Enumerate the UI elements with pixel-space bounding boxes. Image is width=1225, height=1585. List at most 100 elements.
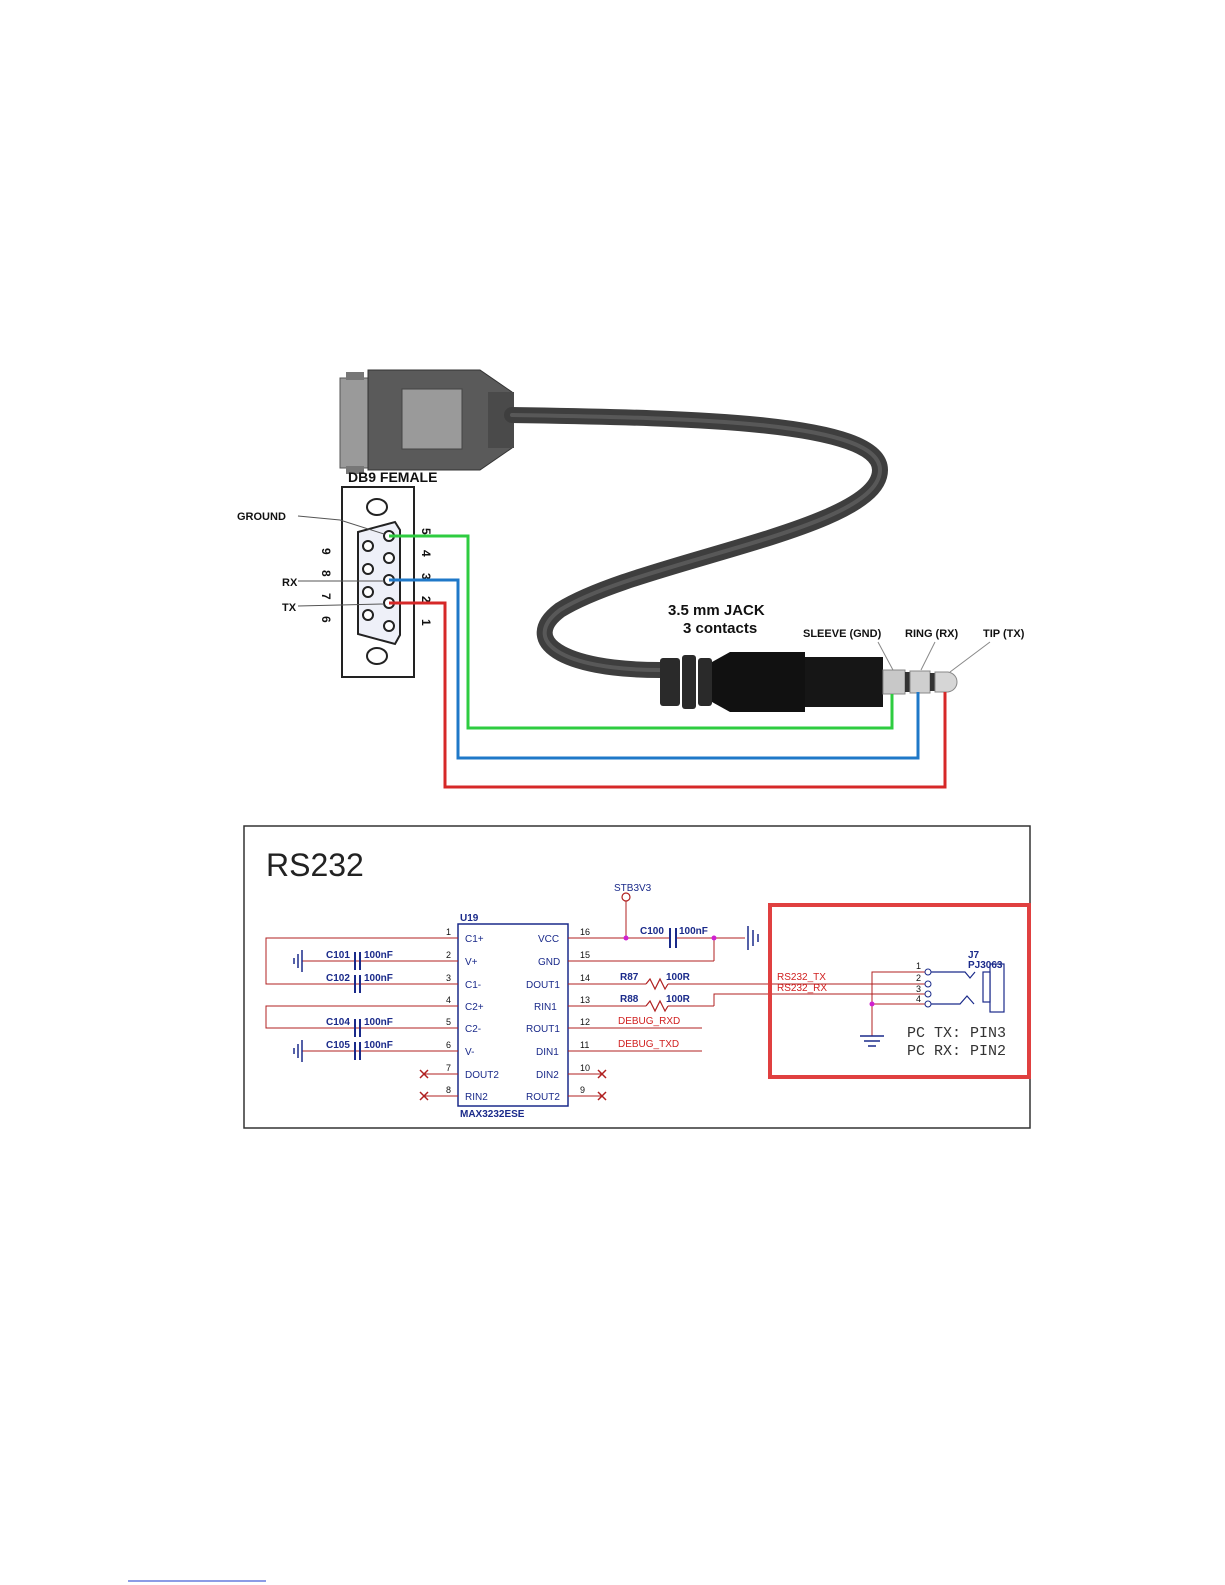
svg-text:RIN1: RIN1 (534, 1002, 557, 1013)
svg-text:C1+: C1+ (465, 934, 484, 945)
svg-text:ROUT1: ROUT1 (526, 1024, 560, 1035)
svg-text:4: 4 (419, 550, 433, 557)
svg-text:5: 5 (419, 528, 433, 535)
svg-text:C1-: C1- (465, 980, 481, 991)
tx-label: TX (282, 602, 297, 614)
svg-text:8: 8 (319, 570, 333, 577)
max3232-chip (457, 923, 569, 1107)
jack-j7: 1 2 3 4 J7 PJ3063 (860, 950, 1005, 1047)
chip-ref: U19 (460, 913, 479, 924)
tx-wire (389, 601, 947, 789)
cable-illustration: DB9 FEMALE GROUND RX TX 9 8 7 6 5 4 3 2 … (237, 369, 1025, 789)
db9-pin-numbers-right: 5 4 3 2 1 (419, 528, 433, 626)
svg-text:3: 3 (419, 573, 433, 580)
chip-right-pin-labels: 16 VCC 15 GND 14 DOUT1 13 RIN1 12 ROUT1 … (526, 927, 590, 1103)
svg-text:5: 5 (446, 1017, 451, 1027)
note-pc-rx: PC RX: PIN2 (907, 1043, 1006, 1060)
svg-text:V+: V+ (465, 957, 478, 968)
audio-jack-plug (660, 652, 958, 712)
jack-highlight-box (768, 903, 1031, 1079)
svg-text:2: 2 (419, 596, 433, 603)
power-rail: STB3V3 C100 100nF (614, 883, 759, 961)
svg-text:6: 6 (446, 1040, 451, 1050)
svg-text:VCC: VCC (538, 934, 559, 945)
tip-label: TIP (TX) (983, 628, 1025, 640)
svg-text:3: 3 (446, 973, 451, 983)
chip-left-pin-labels: 1 C1+ 2 V+ 3 C1- 4 C2+ 5 C2- 6 V- 7 DOUT… (446, 927, 499, 1103)
svg-text:DIN1: DIN1 (536, 1047, 559, 1058)
svg-text:100nF: 100nF (364, 973, 393, 984)
svg-text:C2+: C2+ (465, 1002, 484, 1013)
svg-text:100nF: 100nF (364, 950, 393, 961)
net-rs232-rx: RS232_RX (777, 983, 827, 994)
svg-text:12: 12 (580, 1017, 590, 1027)
svg-text:4: 4 (916, 994, 921, 1004)
sleeve-label: SLEEVE (GND) (803, 628, 882, 640)
svg-text:10: 10 (580, 1063, 590, 1073)
cap-labels-left: C101 100nF C102 100nF C104 100nF C105 10… (326, 950, 393, 1051)
svg-text:2: 2 (446, 950, 451, 960)
chip-right-pins (568, 937, 714, 1097)
svg-text:DOUT2: DOUT2 (465, 1070, 499, 1081)
net-debug-txd: DEBUG_TXD (618, 1039, 679, 1050)
svg-text:13: 13 (580, 995, 590, 1005)
db9-title: DB9 FEMALE (348, 469, 437, 485)
ground-label: GROUND (237, 511, 286, 523)
svg-text:100R: 100R (666, 994, 691, 1005)
power-net-label: STB3V3 (614, 883, 652, 894)
svg-text:7: 7 (319, 593, 333, 600)
svg-text:15: 15 (580, 950, 590, 960)
ground-wire (389, 534, 894, 730)
net-debug-rxd: DEBUG_RXD (618, 1016, 680, 1027)
svg-text:GND: GND (538, 957, 560, 968)
chip-part: MAX3232ESE (460, 1109, 525, 1120)
svg-text:16: 16 (580, 927, 590, 937)
svg-text:11: 11 (580, 1040, 589, 1050)
svg-text:100R: 100R (666, 972, 691, 983)
jack-title-line1: 3.5 mm JACK (668, 602, 765, 619)
svg-text:14: 14 (580, 973, 590, 983)
svg-text:3: 3 (916, 984, 921, 994)
svg-text:100nF: 100nF (364, 1040, 393, 1051)
svg-text:100nF: 100nF (679, 926, 708, 937)
jack-ref: J7 (968, 950, 980, 961)
svg-text:1: 1 (916, 961, 921, 971)
svg-text:RIN2: RIN2 (465, 1092, 488, 1103)
svg-text:C100: C100 (640, 926, 664, 937)
svg-text:1: 1 (419, 619, 433, 626)
jack-part: PJ3063 (968, 960, 1003, 971)
rx-label: RX (282, 577, 298, 589)
svg-text:7: 7 (446, 1063, 451, 1073)
svg-text:2: 2 (916, 973, 921, 983)
rs232-schematic: RS232 U19 MAX3232ESE 1 C1+ 2 V+ 3 C1- 4 … (243, 825, 1031, 1129)
jack-title-line2: 3 contacts (683, 620, 757, 637)
svg-text:C101: C101 (326, 950, 350, 961)
resistors: R87 100R R88 100R (620, 972, 925, 1013)
db9-face (341, 486, 415, 678)
svg-text:4: 4 (446, 995, 451, 1005)
net-rs232-tx: RS232_TX (777, 972, 826, 983)
svg-text:9: 9 (580, 1085, 585, 1095)
svg-text:R88: R88 (620, 994, 639, 1005)
svg-text:V-: V- (465, 1047, 474, 1058)
svg-text:1: 1 (446, 927, 451, 937)
ground-symbols-left (293, 950, 303, 1062)
svg-text:ROUT2: ROUT2 (526, 1092, 560, 1103)
svg-text:6: 6 (319, 616, 333, 623)
svg-text:C102: C102 (326, 973, 350, 984)
svg-text:DIN2: DIN2 (536, 1070, 559, 1081)
capacitor-symbols-left (354, 952, 361, 1060)
note-pc-tx: PC TX: PIN3 (907, 1025, 1006, 1042)
svg-text:8: 8 (446, 1085, 451, 1095)
svg-text:C104: C104 (326, 1017, 350, 1028)
chip-left-pins (414, 937, 458, 1097)
svg-text:100nF: 100nF (364, 1017, 393, 1028)
ring-label: RING (RX) (905, 628, 959, 640)
svg-text:DOUT1: DOUT1 (526, 980, 560, 991)
rx-wire (389, 578, 920, 760)
svg-text:R87: R87 (620, 972, 639, 983)
svg-text:9: 9 (319, 548, 333, 555)
cap-network-left (265, 937, 414, 1052)
svg-text:C105: C105 (326, 1040, 350, 1051)
